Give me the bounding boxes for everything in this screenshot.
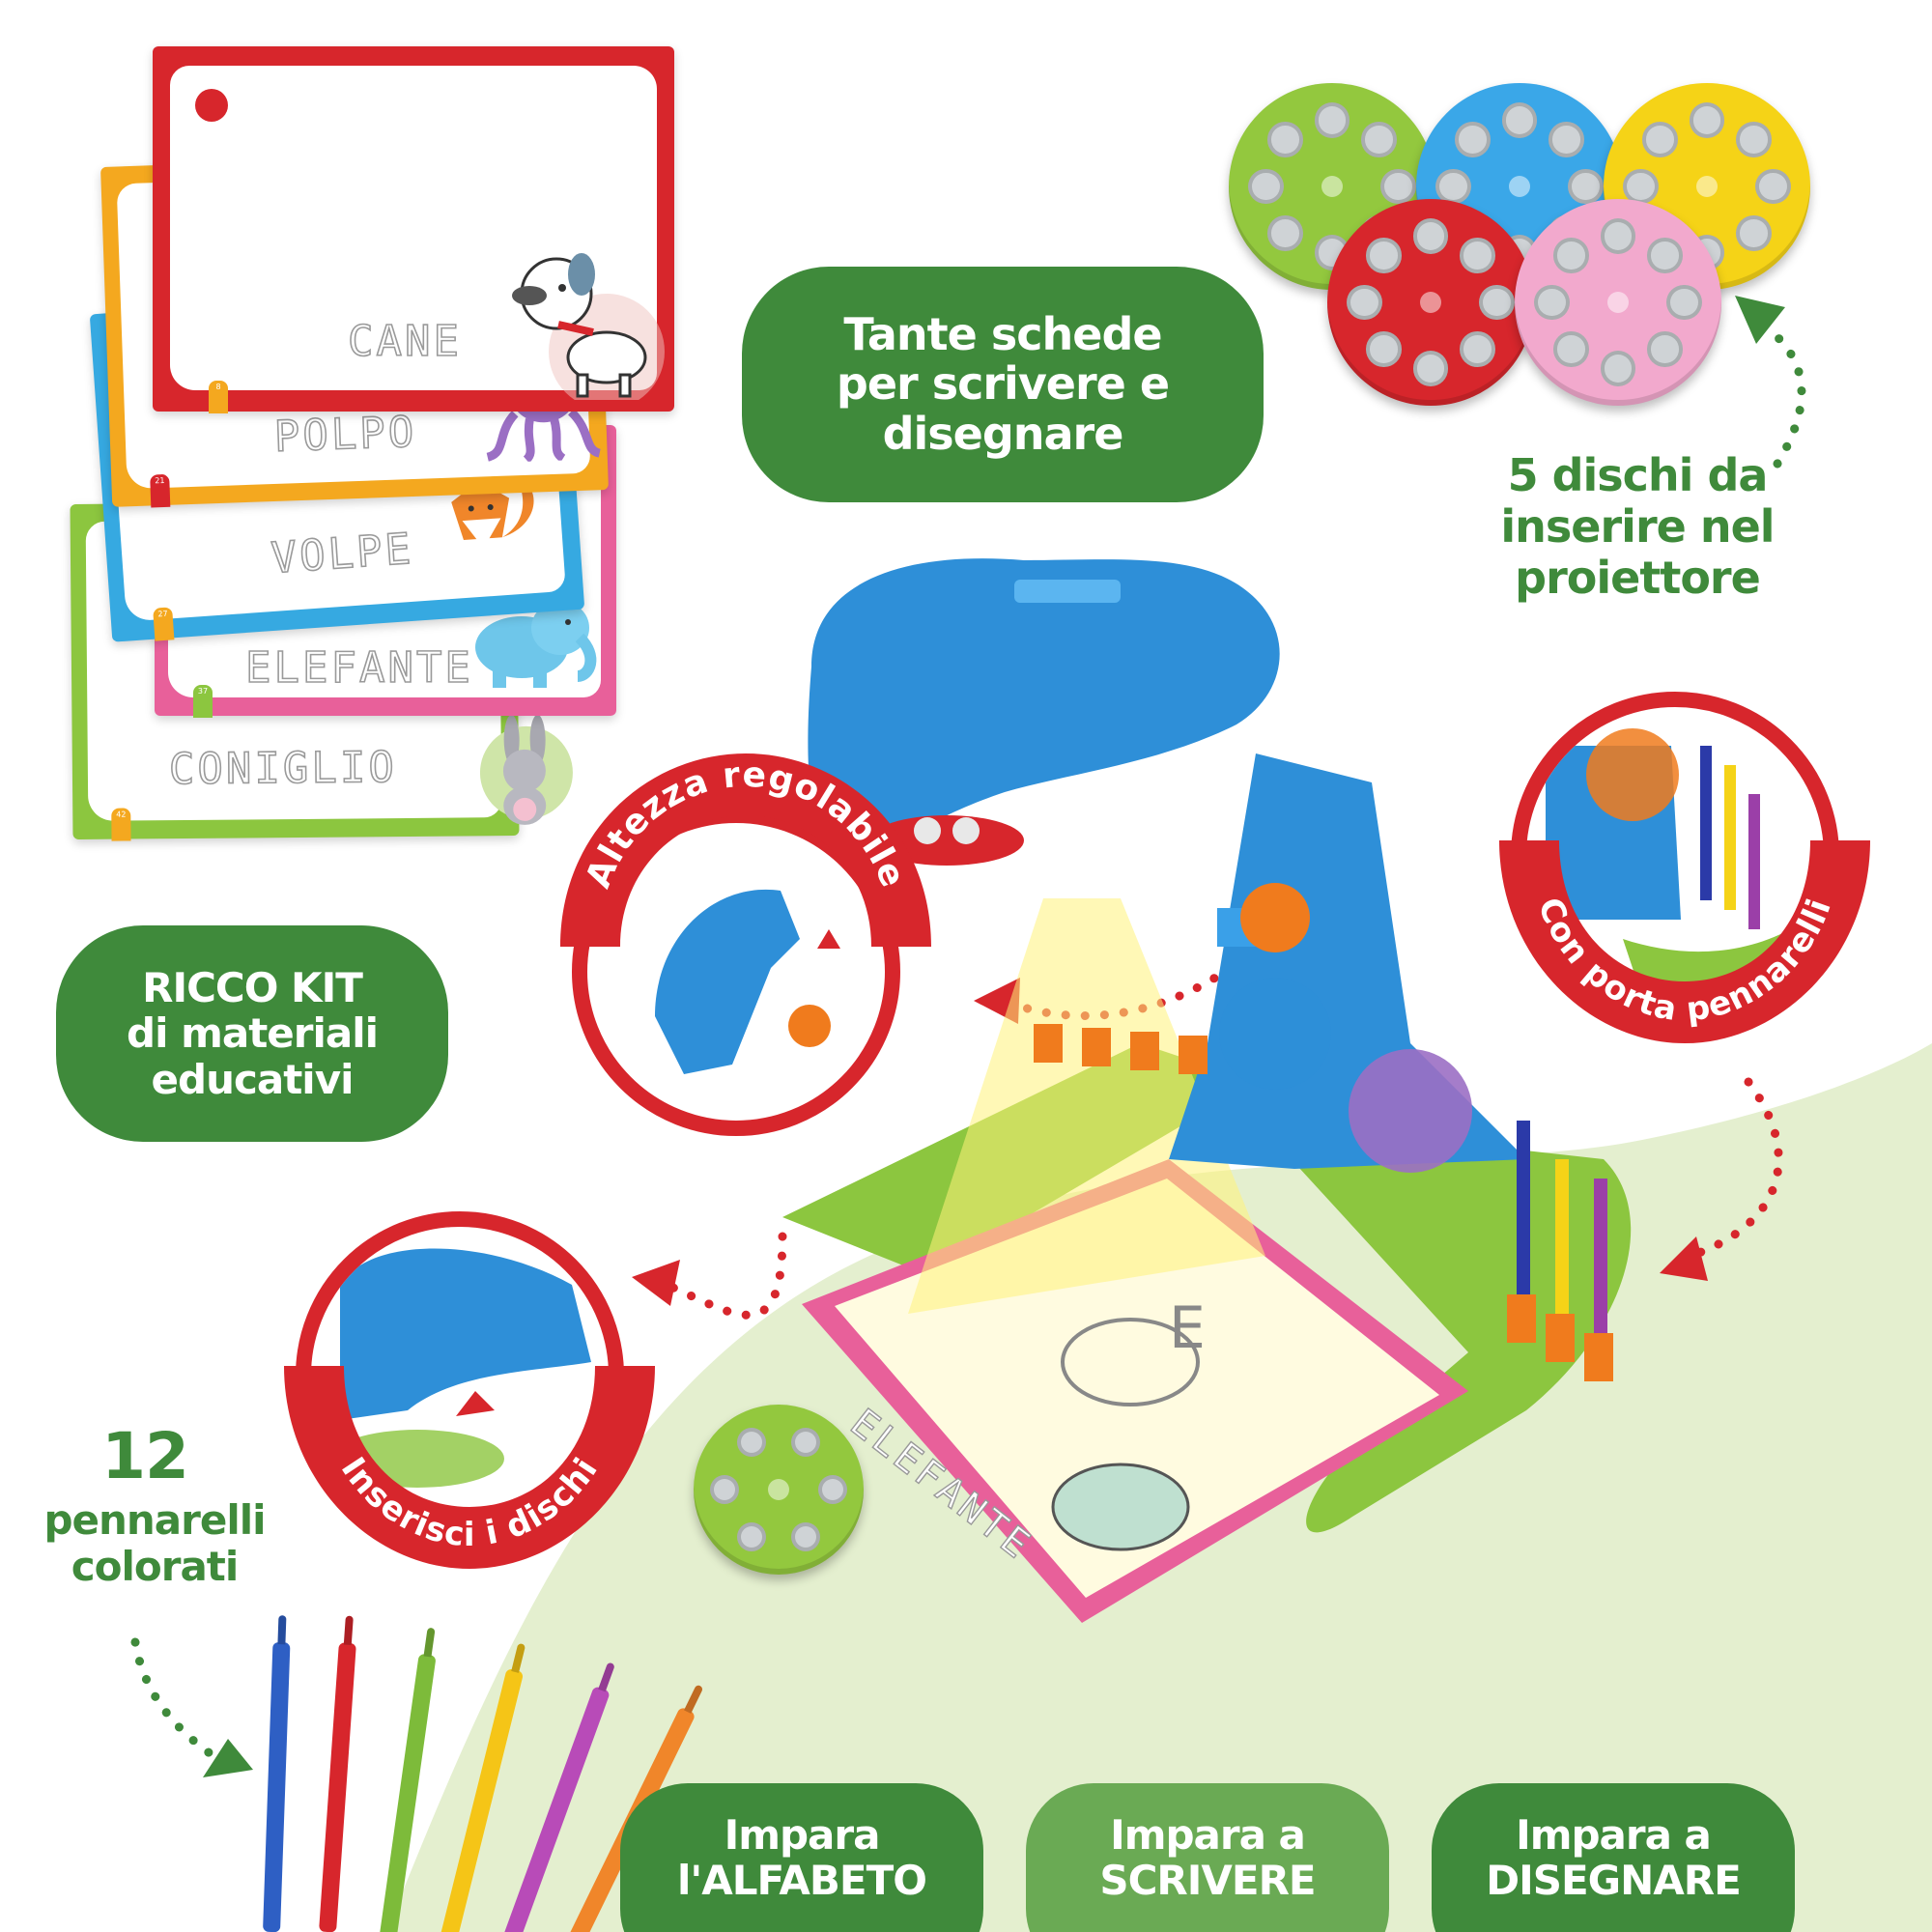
disc-slide-hole xyxy=(1736,215,1772,251)
impara-alfabeto-line1: Impara xyxy=(724,1811,881,1859)
arrow-icon xyxy=(1660,1236,1708,1281)
arrow-pennarelli-path xyxy=(130,1637,237,1773)
card-number: 8 xyxy=(209,381,228,413)
altezza-arc: Altezza regolabile xyxy=(560,753,931,947)
disc-slide-hole xyxy=(1267,122,1303,157)
disc-slide-hole xyxy=(1600,351,1636,386)
disc-hub xyxy=(1696,176,1718,197)
disc-slide-hole xyxy=(1736,122,1772,157)
disc-slide-hole xyxy=(1248,168,1284,205)
disc-slide-hole xyxy=(1755,168,1791,205)
disc-pink xyxy=(1515,199,1721,406)
disc-slide-hole xyxy=(1412,218,1449,254)
card-word: CANE xyxy=(347,316,462,367)
card-volpe: VOLPE 27 xyxy=(89,281,585,642)
disc-symbol-icon xyxy=(195,89,228,122)
svg-text:Con porta pennarelli: Con porta pennarelli xyxy=(1530,893,1839,1030)
ricco-kit-text: RICCO KIT di materiali educativi xyxy=(127,964,379,1103)
inserisci-arc: Inserisci i dischi xyxy=(284,1366,655,1569)
card-word: ELEFANTE xyxy=(244,642,473,694)
impara-scrivere-line1: Impara a xyxy=(1110,1811,1306,1859)
dischi-text: 5 dischi da inserire nel proiettore xyxy=(1500,449,1775,604)
disc-slide-hole xyxy=(709,1475,739,1504)
arrow-dischi-path xyxy=(1763,324,1806,469)
impara-alfabeto-line2: l'ALFABETO xyxy=(677,1857,927,1905)
card-number: 37 xyxy=(193,685,213,718)
disc-slide-hole xyxy=(1361,122,1397,157)
arrow-icon xyxy=(632,1260,680,1306)
arrow-icon xyxy=(203,1739,253,1777)
disc-slide-hole xyxy=(1548,122,1584,157)
disc-hub xyxy=(1607,292,1629,313)
disc-hub xyxy=(1321,176,1343,197)
card-cane: CANE 8 xyxy=(153,46,674,413)
disc-slide-hole xyxy=(1455,122,1491,157)
rabbit-icon xyxy=(479,714,573,825)
disc-slide-hole xyxy=(1647,331,1683,367)
disc-slide-hole xyxy=(1460,331,1495,367)
disc-slide-hole xyxy=(818,1475,848,1504)
impara-scrivere-line2: SCRIVERE xyxy=(1099,1857,1316,1905)
porta-arc: Con porta pennarelli xyxy=(1499,840,1870,1043)
disc-slide-hole xyxy=(1666,284,1702,321)
arrow-icon xyxy=(1735,296,1785,344)
arrow-porta-path xyxy=(1686,1077,1783,1261)
disc-slide-hole xyxy=(1534,284,1570,321)
loose-disc-icon xyxy=(694,1405,864,1575)
card-coniglio: CONIGLIO 42 xyxy=(70,499,573,841)
disc-slide-hole xyxy=(1366,238,1402,273)
disc-slide-hole xyxy=(1412,351,1449,386)
disc-slide-hole xyxy=(736,1521,766,1551)
projector-icon: E xyxy=(782,558,1632,1623)
impara-disegnare-button: Impara a DISEGNARE xyxy=(1432,1783,1795,1932)
disc-slide-hole xyxy=(1501,102,1538,138)
arrow-inserisci-path xyxy=(662,1232,787,1320)
disc-slide-hole xyxy=(1380,168,1416,205)
disc-slide-hole xyxy=(1267,215,1303,251)
dog-icon xyxy=(512,253,665,400)
ricco-kit-pill: RICCO KIT di materiali educativi xyxy=(56,925,448,1142)
disc-slide-hole xyxy=(1568,168,1604,205)
disc-slide-hole xyxy=(736,1428,766,1458)
disc-red xyxy=(1327,199,1534,406)
disc-slide-hole xyxy=(791,1428,821,1458)
tante-schede-text: Tante schede per scrivere e disegnare xyxy=(836,307,1170,460)
porta-label: Con porta pennarelli xyxy=(1530,893,1838,1030)
disc-green xyxy=(1229,83,1435,290)
disc-slide-hole xyxy=(1314,102,1350,138)
impara-disegnare-line2: DISEGNARE xyxy=(1486,1857,1742,1905)
disc-slide-hole xyxy=(1689,102,1725,138)
disc-slide-hole xyxy=(1647,238,1683,273)
disc-slide-hole xyxy=(1460,238,1495,273)
pennarelli-text: pennarelli colorati xyxy=(43,1496,266,1591)
disc-slide-hole xyxy=(1366,331,1402,367)
tante-schede-pill: Tante schede per scrivere e disegnare xyxy=(742,267,1264,502)
disc-slide-hole xyxy=(1347,284,1382,321)
impara-alfabeto-button: Impara l'ALFABETO xyxy=(620,1783,983,1932)
disc-slide-hole xyxy=(1642,122,1678,157)
impara-scrivere-button: Impara a SCRIVERE xyxy=(1026,1783,1389,1932)
impara-disegnare-line1: Impara a xyxy=(1516,1811,1712,1859)
fox-icon xyxy=(451,478,534,549)
disc-slide-hole xyxy=(1553,331,1589,367)
elephant-icon xyxy=(475,601,597,688)
disc-slide-hole xyxy=(1479,284,1515,321)
disc-slide-hole xyxy=(1553,238,1589,273)
disc-hub xyxy=(1509,176,1530,197)
disc-slide-hole xyxy=(1600,218,1636,254)
pennarelli-count: 12 xyxy=(101,1419,189,1493)
disc-slide-hole xyxy=(791,1521,821,1551)
disc-hub xyxy=(1420,292,1441,313)
